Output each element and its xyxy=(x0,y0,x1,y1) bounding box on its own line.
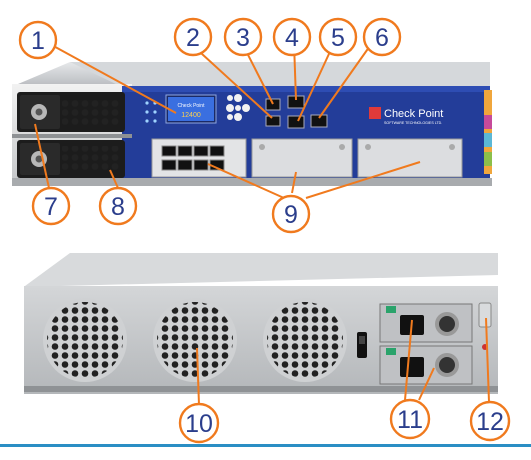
svg-text:3: 3 xyxy=(236,24,250,52)
callout-7: 7 xyxy=(31,186,71,226)
svg-text:4: 4 xyxy=(285,24,299,52)
bottom-rule xyxy=(0,444,531,447)
callout-1: 1 xyxy=(18,20,58,60)
lcd-line-1: Check Point xyxy=(178,103,206,109)
drive-tray-1 xyxy=(17,92,125,132)
expansion-slot-1 xyxy=(151,138,247,178)
callout-8: 8 xyxy=(98,186,138,226)
lcd-keypad xyxy=(226,94,250,121)
expansion-slot-3 xyxy=(357,138,463,178)
callout-10: 10 xyxy=(178,402,220,444)
brand-logo: Check Point SOFTWARE TECHNOLOGIES LTD. xyxy=(369,107,443,125)
power-supply-1 xyxy=(379,303,473,343)
svg-text:9: 9 xyxy=(284,201,298,229)
expansion-slot-2 xyxy=(251,138,353,178)
front-ports xyxy=(265,95,328,129)
rear-chassis-top xyxy=(25,253,498,286)
callouts: 1 2 3 4 5 6 7 8 xyxy=(18,17,511,444)
power-switch xyxy=(357,332,367,358)
callout-3: 3 xyxy=(223,17,263,57)
lcd-line-2: 12400 xyxy=(181,112,201,119)
svg-text:2: 2 xyxy=(186,24,200,52)
fan-1 xyxy=(43,298,127,382)
svg-text:12: 12 xyxy=(476,408,504,436)
svg-text:6: 6 xyxy=(375,24,389,52)
front-appliance: Check Point 12400 Check Point SOFTWARE T… xyxy=(12,62,492,186)
callout-12: 12 xyxy=(469,400,511,442)
svg-text:8: 8 xyxy=(111,193,125,221)
svg-text:11: 11 xyxy=(397,406,423,434)
power-supply-2 xyxy=(379,345,473,385)
fan-2 xyxy=(153,298,237,382)
lcd-display: Check Point 12400 xyxy=(165,94,217,124)
callout-6: 6 xyxy=(362,17,402,57)
rear-appliance xyxy=(24,253,498,394)
callout-11: 11 xyxy=(389,398,431,440)
callout-5: 5 xyxy=(318,17,358,57)
drive-tray-2 xyxy=(17,140,125,178)
callout-9: 9 xyxy=(271,194,311,234)
brand-tagline: SOFTWARE TECHNOLOGIES LTD. xyxy=(384,121,442,125)
svg-text:10: 10 xyxy=(185,410,213,438)
svg-text:5: 5 xyxy=(331,24,345,52)
svg-text:7: 7 xyxy=(44,193,58,221)
callout-2: 2 xyxy=(173,17,213,57)
fan-3 xyxy=(263,298,347,382)
brand-name: Check Point xyxy=(384,108,443,120)
svg-text:1: 1 xyxy=(31,27,45,55)
callout-4: 4 xyxy=(272,17,312,57)
